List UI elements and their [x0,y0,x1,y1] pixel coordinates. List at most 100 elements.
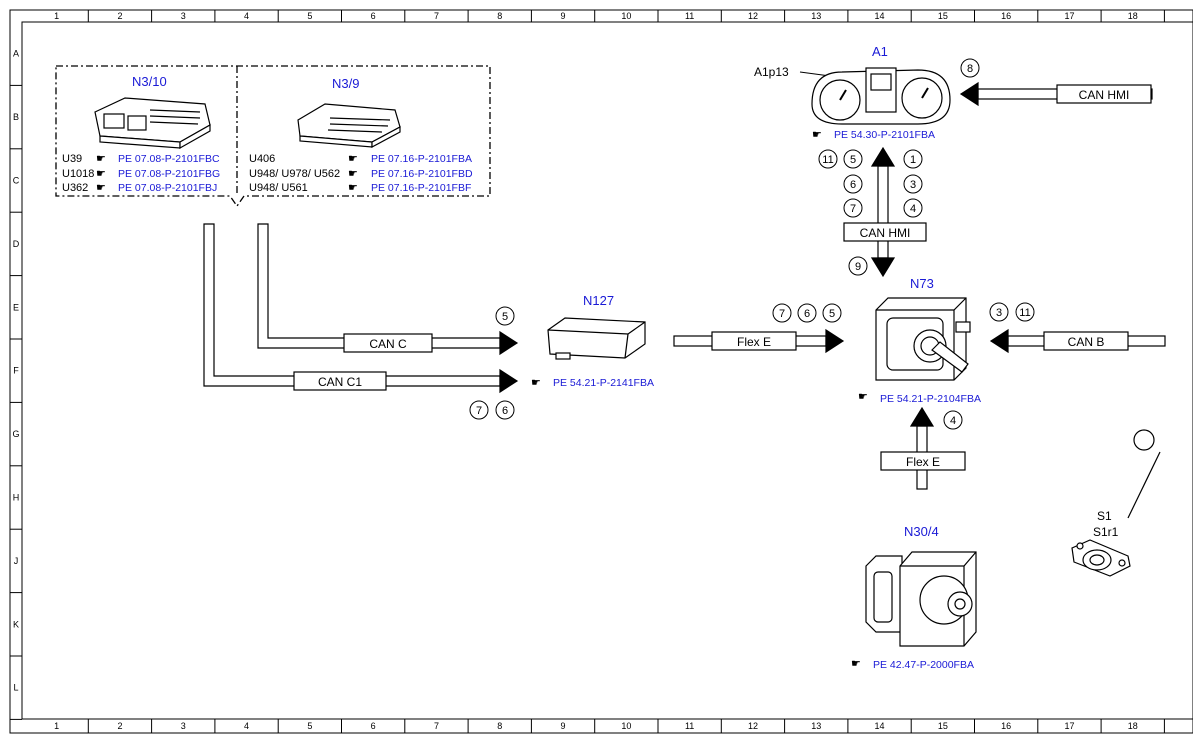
n3-10-label: N3/10 [132,74,167,89]
switch-icon [1071,539,1131,577]
n73-component[interactable]: N73 ☛ PE 54.21-P-2104FBA [858,276,981,405]
grid-column-label: 1 [54,11,59,21]
svg-text:6: 6 [502,405,508,417]
grid-column-label: 15 [938,721,948,731]
grid-column-label: 4 [244,721,249,731]
grid-column-label: 12 [748,721,758,731]
hand-icon: ☛ [812,129,822,141]
n3-10-code-3: U362 [62,182,88,194]
n3-10-ref-1[interactable]: PE 07.08-P-2101FBC [118,153,220,165]
svg-text:5: 5 [502,311,508,323]
a1-component[interactable]: A1 A1p13 ☛ PE 54.30-P-2101FBA [754,44,951,141]
can-c-bus [257,223,519,356]
flex-e-label-1: Flex E [737,335,771,349]
grid-column-label: 13 [811,721,821,731]
grid-row-label: J [14,556,19,566]
grid-column-label: 18 [1128,721,1138,731]
hand-icon: ☛ [348,182,358,194]
can-hmi-bus-vertical [843,146,927,278]
hand-icon: ☛ [531,377,541,389]
n3-9-ref-2[interactable]: PE 07.16-P-2101FBD [371,168,473,180]
abs-unit-icon [865,551,977,647]
grid-row-label: L [13,683,18,693]
svg-text:7: 7 [779,308,785,320]
grid-column-label: 5 [307,721,312,731]
n127-ref[interactable]: PE 54.21-P-2141FBA [553,377,654,389]
grid-column-label: 3 [181,11,186,21]
can-c-label: CAN C [369,337,407,351]
n3-9-component[interactable]: N3/9 U406 U948/ U978/ U562 U948/ U561 ☛ … [249,76,473,194]
grid-column-label: 5 [307,11,312,21]
ecu-group [55,65,491,208]
hand-icon: ☛ [96,153,106,165]
grid-column-label: 17 [1064,11,1074,21]
svg-text:4: 4 [910,203,916,215]
n3-10-ref-2[interactable]: PE 07.08-P-2101FBG [118,168,220,180]
grid-column-label: 7 [434,11,439,21]
svg-text:11: 11 [822,154,833,166]
n3-10-ref-3[interactable]: PE 07.08-P-2101FBJ [118,182,217,194]
grid-column-label: 14 [875,11,885,21]
n30-4-label: N30/4 [904,524,939,539]
grid-column-label: 9 [561,11,566,21]
grid-row-label: B [13,112,19,122]
n3-10-component[interactable]: N3/10 U39 U1018 U362 ☛ ☛ ☛ PE 07.08-P-21… [62,74,220,194]
grid-row-label: A [13,49,19,59]
grid-column-label: 11 [685,721,694,731]
flex-e-bus-horizontal [673,328,845,354]
a1-label: A1 [872,44,888,59]
frame-inner [21,21,1193,720]
svg-text:9: 9 [855,261,861,273]
ecu-icon [297,103,401,149]
n3-9-ref-1[interactable]: PE 07.16-P-2101FBA [371,153,472,165]
can-hmi-bus-right [959,81,1153,107]
n73-ref[interactable]: PE 54.21-P-2104FBA [880,393,981,405]
svg-text:4: 4 [950,415,956,427]
grid-row-label: E [13,302,19,312]
grid-row-label: F [13,366,19,376]
n3-9-label: N3/9 [332,76,359,91]
hand-icon: ☛ [858,391,868,403]
svg-text:5: 5 [850,154,856,166]
svg-text:1: 1 [910,154,916,166]
n127-component[interactable]: N127 ☛ PE 54.21-P-2141FBA [531,293,654,389]
n73-label: N73 [910,276,934,291]
grid-column-label: 13 [811,11,821,21]
grid-column-label: 18 [1128,11,1138,21]
grid-column-label: 9 [561,721,566,731]
grid-column-label: 12 [748,11,758,21]
callout-group-can-c: 5 7 6 [469,306,515,420]
n3-9-ref-3[interactable]: PE 07.16-P-2101FBF [371,182,471,194]
callout-8: 8 [960,58,980,78]
s1r1-label: S1r1 [1093,525,1119,539]
grid-column-label: 3 [181,721,186,731]
grid-column-label: 1 [54,721,59,731]
instrument-cluster-icon [811,67,951,125]
grid-column-label: 6 [371,721,376,731]
grid-row-label: H [13,493,20,503]
grid-column-label: 4 [244,11,249,21]
can-b-bus [989,328,1166,354]
hand-icon: ☛ [348,168,358,180]
grid-column-label: 8 [497,721,502,731]
can-c1-label: CAN C1 [318,375,362,389]
grid-column-label: 10 [621,721,631,731]
grid-column-label: 6 [371,11,376,21]
n30-4-ref[interactable]: PE 42.47-P-2000FBA [873,659,974,671]
can-hmi-label-2: CAN HMI [860,226,911,240]
svg-text:6: 6 [804,308,810,320]
n3-9-code-2: U948/ U978/ U562 [249,168,340,180]
ecu-icon [94,97,211,150]
callout-4: 4 [943,410,963,430]
grid-column-label: 2 [117,11,122,21]
svg-text:3: 3 [996,307,1002,319]
grid-column-label: 15 [938,11,948,21]
callout-group-flex-e: 7 6 5 [772,303,842,323]
n3-10-code-2: U1018 [62,168,94,180]
s1-component[interactable]: S1 S1r1 [1071,429,1161,577]
hand-icon: ☛ [96,168,106,180]
n30-4-component[interactable]: N30/4 ☛ PE 42.47-P-2000FBA [851,524,977,671]
a1-ref[interactable]: PE 54.30-P-2101FBA [834,129,935,141]
